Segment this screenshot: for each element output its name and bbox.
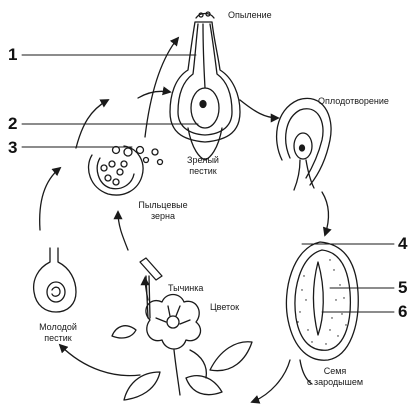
fertilization-drawing (277, 98, 331, 190)
embryo (314, 262, 324, 335)
label-mature-pistil: Зрелый пестик (187, 155, 219, 177)
number-6: 6 (398, 303, 407, 321)
arrow-stamen-to-pollen (118, 212, 128, 250)
label-seed-line1: Семя (307, 366, 363, 377)
arrow-to-mature-pistil (138, 91, 170, 98)
label-pollination: Опыление (228, 10, 272, 21)
seed-stippling (297, 259, 346, 344)
arrow-seed-to-flower (252, 360, 290, 402)
label-seed-line2: с зародышем (307, 377, 363, 388)
label-mature-pistil-line2: пестик (187, 166, 219, 177)
young-pistil-drawing (34, 248, 76, 312)
label-seed-with-embryo: Семя с зародышем (307, 366, 363, 388)
label-young-pistil-line2: пестик (39, 333, 77, 344)
stamen-drawing (140, 258, 162, 318)
number-3: 3 (8, 139, 17, 157)
leader-lines (22, 55, 394, 312)
label-pollen-grains: Пыльцевые зерна (138, 200, 187, 222)
label-young-pistil-line1: Молодой (39, 322, 77, 333)
number-4: 4 (398, 235, 407, 253)
mature-pistil-drawing (170, 12, 240, 160)
arrow-flower-to-young (60, 345, 140, 376)
arrow-young-to-pollen (40, 168, 60, 230)
label-young-pistil: Молодой пестик (39, 322, 77, 344)
label-flower: Цветок (210, 302, 239, 313)
label-mature-pistil-line1: Зрелый (187, 155, 219, 166)
label-pollen-grains-line2: зерна (138, 211, 187, 222)
seed-drawing (286, 242, 358, 384)
pollen-drawing (89, 146, 163, 195)
number-5: 5 (398, 279, 407, 297)
number-2: 2 (8, 115, 17, 133)
label-fertilization: Оплодотворение (318, 96, 389, 107)
label-pollen-grains-line1: Пыльцевые (138, 200, 187, 211)
number-1: 1 (8, 46, 17, 64)
arrow-fertilization-to-seed (322, 192, 328, 235)
arrow-pollen-to-pistil (145, 38, 178, 137)
label-stamen: Тычинка (168, 283, 203, 294)
arrow-to-fertilization (240, 100, 278, 118)
